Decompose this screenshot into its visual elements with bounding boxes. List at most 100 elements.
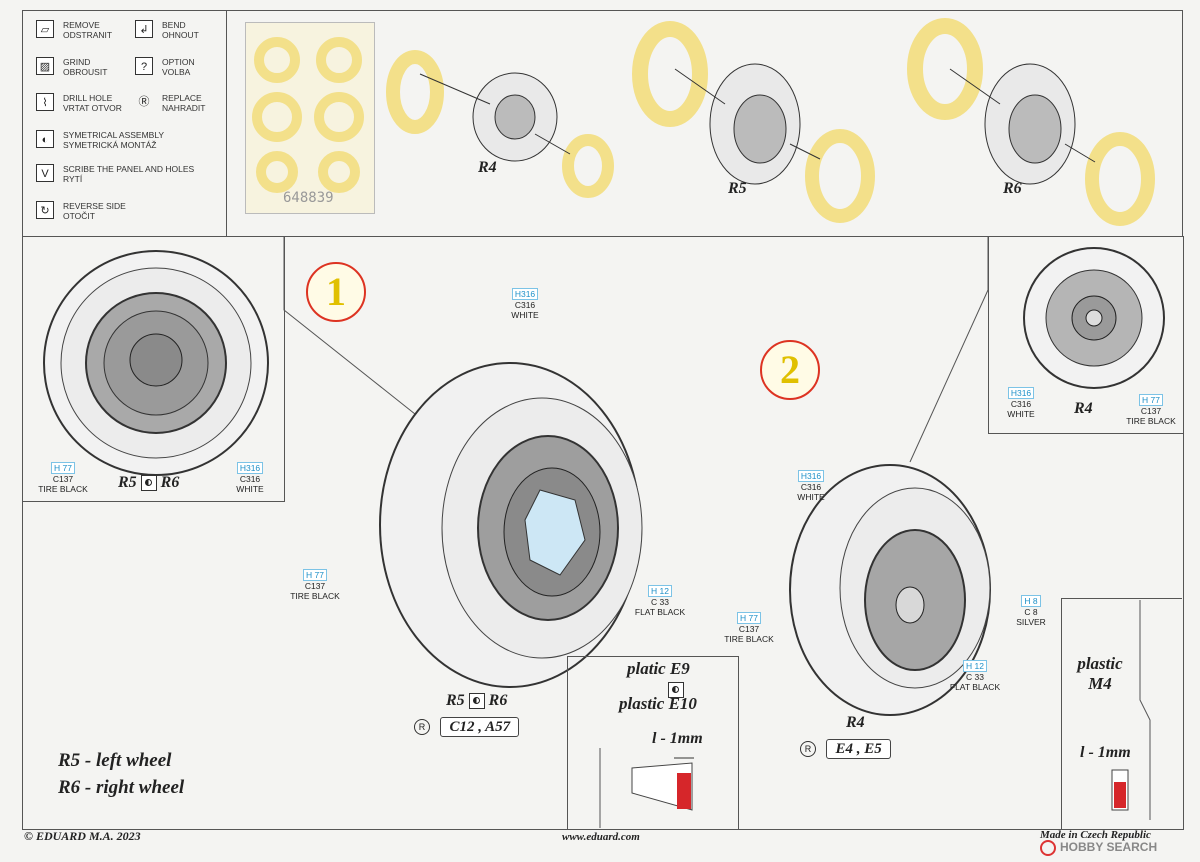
plastic-m4-box (1061, 598, 1182, 829)
paint-callout-h12-main: H 12 C 33 FLAT BLACK (628, 585, 692, 617)
paint-code-hobby: H 77 (303, 569, 327, 581)
paint-code-hobby: H316 (511, 288, 539, 300)
plastic-detail-box (567, 656, 739, 829)
paint-name: FLAT BLACK (949, 682, 1001, 692)
paint-code-mr-color: C137 (304, 581, 326, 591)
label-r5: R5 (118, 474, 137, 491)
note-left-wheel: R5 - left wheel (58, 750, 172, 771)
paint-name: WHITE (236, 484, 264, 494)
paint-code-hobby: H 77 (737, 612, 761, 624)
main-panel (22, 236, 1184, 830)
symmetrical-assembly-icon (140, 475, 157, 492)
paint-code-mr-color: C 8 (1024, 607, 1038, 617)
paint-callout-h316-r4: H316 C316 WHITE (790, 470, 832, 502)
paint-code-mr-color: C316 (1010, 399, 1032, 409)
legend-text: NAHRADIT (162, 103, 206, 113)
paint-callout-h316: H316 C316 WHITE (500, 288, 550, 320)
main-wheel-r5-r6 (379, 362, 643, 688)
paint-name: FLAT BLACK (634, 607, 686, 617)
paint-name: TIRE BLACK (724, 634, 774, 644)
paint-code-hobby: H 77 (51, 462, 75, 474)
legend-text: REPLACE (162, 93, 202, 103)
label-r6: R6 (488, 692, 508, 709)
fret-number: 648839 (283, 190, 334, 206)
legend-text: SYMETRICAL ASSEMBLY (63, 130, 165, 140)
paint-code-hobby: H 12 (963, 660, 987, 672)
replace-icon: R (800, 740, 816, 757)
paint-name: WHITE (797, 492, 825, 502)
watermark-text: HOBBY SEARCH (1060, 840, 1158, 855)
measure-label: l - 1mm (652, 730, 703, 747)
paint-callout-h316-detail: H316 C316 WHITE (226, 462, 274, 494)
legend-text: BEND (162, 20, 186, 30)
detail-label-left: R5 R6 (118, 474, 179, 492)
footer-url: www.eduard.com (562, 831, 640, 843)
legend-text: OHNOUT (162, 30, 199, 40)
detail-wheel-right (1023, 247, 1165, 389)
mask-fret-rings (252, 37, 364, 193)
paint-code-hobby: H316 (236, 462, 264, 474)
watermark-logo (1040, 840, 1056, 856)
main-label: R5 R6 (446, 692, 507, 710)
plastic-m4-drawing (1111, 600, 1151, 820)
label-r5: R5 (446, 692, 465, 709)
replace-parts-r4: E4 , E5 (826, 739, 891, 759)
paint-name: WHITE (1007, 409, 1035, 419)
r5-exploded (632, 21, 875, 223)
r4-label: R4 (846, 714, 865, 731)
paint-code-mr-color: C 33 (966, 672, 984, 682)
detail-label-right: R4 (1074, 400, 1093, 417)
paint-name: TIRE BLACK (38, 484, 88, 494)
legend-text: OPTION (162, 57, 195, 67)
option-icon: ? (135, 57, 153, 75)
paint-code-mr-color: C316 (514, 300, 536, 310)
paint-code-mr-color: C316 (239, 474, 261, 484)
legend-text: SCRIBE THE PANEL AND HOLES (63, 164, 195, 174)
paint-callout-h77-left: H 77 C137 TIRE BLACK (32, 462, 94, 494)
note-right-wheel: R6 - right wheel (58, 777, 185, 798)
legend-text: GRIND (63, 57, 91, 67)
symmetrical-assembly-icon: ◐ (36, 130, 54, 148)
detail-inset-right (988, 236, 1183, 434)
grind-icon: ▨ (36, 57, 54, 75)
step-number-1: 1 (306, 262, 366, 322)
legend-text: REVERSE SIDE (63, 201, 126, 211)
paint-callout-h77-inset: H 77 C137 TIRE BLACK (1118, 394, 1184, 426)
paint-code-mr-color: C 33 (651, 597, 669, 607)
r6-exploded (907, 18, 1155, 226)
label-r6-top: R6 (1003, 180, 1022, 197)
paint-callout-h316-inset: H316 C316 WHITE (1002, 387, 1040, 419)
legend-text: OBROUSIT (63, 67, 108, 77)
main-wheel-r4 (789, 464, 991, 716)
label-r5-top: R5 (728, 180, 747, 197)
plastic-e9-label: platic E9 (627, 659, 690, 678)
main-replace: R C12 , A57 (414, 717, 520, 737)
scribe-icon: V (36, 164, 54, 182)
paint-callout-h77-r4: H 77 C137 TIRE BLACK (716, 612, 782, 644)
replace-icon: R (414, 718, 430, 735)
plastic-m4-line1: plastic (1077, 654, 1123, 673)
paint-callout-h77-main: H 77 C137 TIRE BLACK (284, 569, 346, 601)
exploded-wheels (386, 18, 1155, 226)
legend-text: OTOČIT (63, 211, 95, 221)
paint-callout-h12-r4: H 12 C 33 FLAT BLACK (942, 660, 1008, 692)
legend-text: RYTÍ (63, 174, 83, 184)
plastic-m4-line2: M4 (1088, 674, 1112, 693)
bend-icon: ↲ (135, 20, 153, 38)
remove-icon: ▱ (36, 20, 54, 38)
paint-code-mr-color: C137 (52, 474, 74, 484)
paint-code-hobby: H 8 (1021, 595, 1041, 607)
measure-label-m4: l - 1mm (1080, 744, 1131, 761)
plastic-part-drawing (599, 748, 694, 828)
r4-exploded (386, 50, 614, 198)
paint-code-mr-color: C137 (1140, 406, 1162, 416)
legend-text: VRTAT OTVOR (63, 103, 122, 113)
plastic-m4-label: plastic M4 (1065, 654, 1135, 694)
